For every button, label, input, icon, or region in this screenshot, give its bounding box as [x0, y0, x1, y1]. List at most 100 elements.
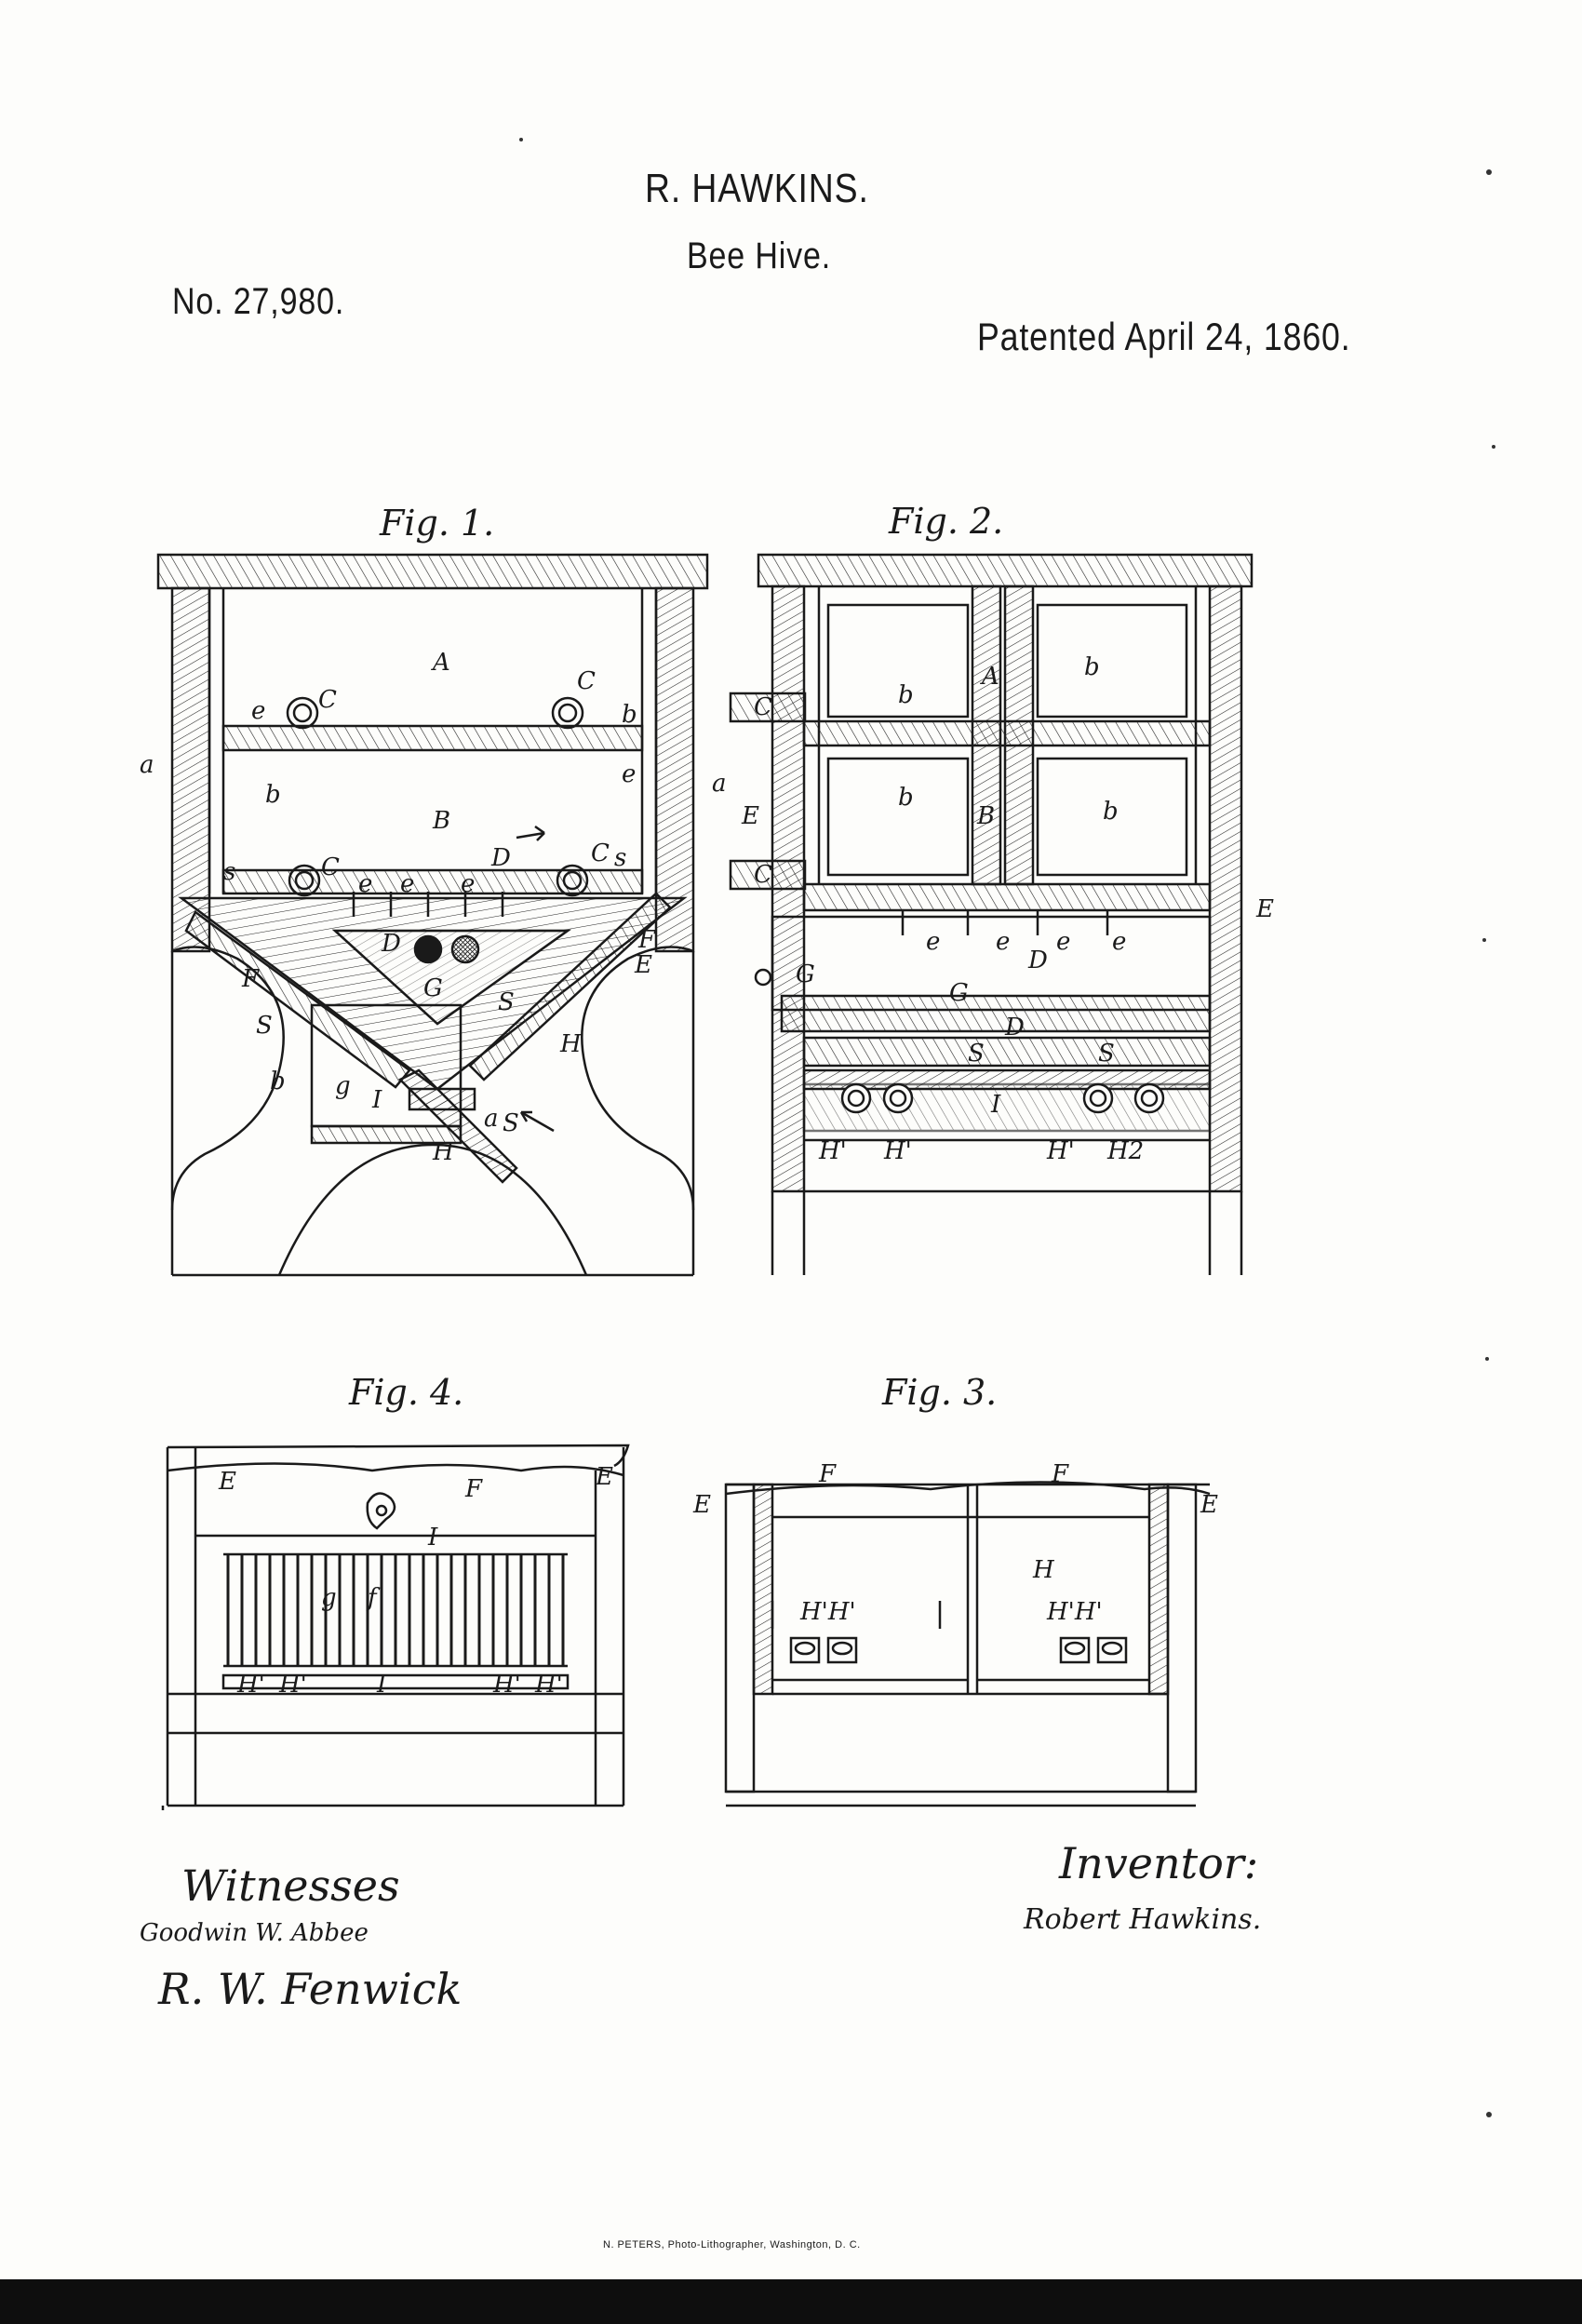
svg-text:E: E [692, 1491, 711, 1519]
svg-text:b: b [265, 781, 281, 809]
inventor-signature: Robert Hawkins. [1024, 1903, 1262, 1936]
svg-text:b: b [270, 1068, 286, 1095]
svg-text:C: C [318, 686, 337, 714]
svg-text:H: H [432, 1138, 455, 1166]
svg-text:A: A [431, 649, 450, 677]
svg-text:H2: H2 [1106, 1137, 1144, 1165]
svg-text:e: e [251, 697, 265, 725]
svg-text:S: S [256, 1012, 273, 1040]
svg-text:a: a [484, 1105, 499, 1133]
svg-text:F: F [464, 1475, 483, 1503]
svg-text:C: C [754, 693, 772, 721]
svg-text:A: A [980, 663, 999, 691]
svg-text:E: E [595, 1463, 613, 1491]
svg-text:H': H' [818, 1137, 847, 1165]
invention-title: Bee Hive. [687, 235, 832, 276]
printer-credit: N. PETERS, Photo-Lithographer, Washingto… [603, 2239, 861, 2250]
fig4-caption: Fig. 4. [349, 1372, 464, 1413]
svg-text:f: f [366, 1584, 381, 1612]
svg-text:E: E [1255, 895, 1274, 923]
witness-signature-1: Goodwin W. Abbee [140, 1919, 369, 1947]
fig3-caption: Fig. 3. [882, 1372, 998, 1413]
svg-text:a: a [140, 751, 154, 779]
patent-date: Patented April 24, 1860. [977, 315, 1351, 358]
svg-text:B: B [432, 807, 450, 835]
inventor-name: R. HAWKINS. [645, 166, 869, 211]
svg-text:E: E [634, 951, 652, 979]
svg-text:C: C [591, 840, 610, 867]
svg-text:I: I [376, 1671, 387, 1699]
svg-text:H': H' [278, 1671, 307, 1699]
svg-text:I: I [427, 1524, 438, 1552]
witnesses-label: Witnesses [181, 1861, 400, 1911]
fig4-letters: E F E Ig f H' H' I H' H' [218, 1463, 613, 1699]
svg-text:F: F [1051, 1460, 1069, 1488]
scan-specks [519, 138, 1495, 2117]
scan-edge-bar [0, 2279, 1582, 2324]
patent-number: No. 27,980. [172, 281, 345, 322]
svg-text:H': H' [236, 1671, 265, 1699]
svg-text:g: g [321, 1584, 337, 1612]
svg-text:e: e [461, 870, 475, 898]
svg-text:C: C [321, 853, 340, 881]
fig1-caption: Fig. 1. [380, 503, 495, 544]
svg-text:s: s [614, 844, 626, 872]
svg-text:e: e [400, 870, 414, 898]
fig4-drawing [161, 1444, 630, 1810]
svg-text:D: D [1004, 1014, 1025, 1041]
svg-text:G: G [949, 979, 969, 1007]
svg-text:H': H' [1046, 1137, 1075, 1165]
svg-text:e: e [1112, 928, 1126, 956]
svg-text:b: b [898, 681, 914, 709]
fig2-drawing [729, 553, 1254, 1275]
svg-text:E: E [741, 802, 759, 830]
svg-text:e: e [622, 760, 636, 788]
svg-text:e: e [996, 928, 1010, 956]
svg-text:F: F [818, 1460, 837, 1488]
svg-text:E: E [218, 1468, 236, 1496]
svg-text:e: e [926, 928, 940, 956]
svg-text:H: H [559, 1030, 583, 1058]
svg-text:e: e [358, 870, 372, 898]
svg-text:b: b [622, 701, 637, 729]
witness-signature-2: R. W. Fenwick [158, 1964, 463, 2014]
svg-text:B: B [976, 802, 995, 830]
fig1-drawing [156, 553, 709, 1277]
svg-text:E: E [1200, 1491, 1218, 1519]
svg-text:D: D [1027, 947, 1048, 974]
svg-text:a: a [712, 770, 727, 798]
svg-text:G: G [796, 960, 815, 988]
svg-text:F: F [637, 926, 656, 954]
svg-text:g: g [335, 1072, 351, 1100]
svg-text:H'H': H'H' [799, 1598, 856, 1626]
svg-text:I: I [990, 1091, 1001, 1119]
svg-text:H': H' [492, 1671, 521, 1699]
svg-text:F: F [241, 965, 260, 993]
svg-text:S: S [1098, 1040, 1115, 1068]
inventor-label: Inventor: [1059, 1838, 1259, 1888]
svg-text:b: b [898, 784, 914, 812]
svg-text:C: C [577, 667, 596, 695]
svg-text:H': H' [883, 1137, 912, 1165]
fig3-drawing [724, 1481, 1211, 1807]
svg-text:G: G [423, 974, 443, 1002]
svg-text:S: S [498, 988, 515, 1016]
svg-text:D: D [381, 930, 401, 958]
svg-text:S: S [503, 1109, 519, 1137]
svg-text:H: H [1032, 1556, 1055, 1584]
svg-text:e: e [1056, 928, 1070, 956]
svg-text:b: b [1103, 798, 1119, 826]
svg-text:H'H': H'H' [1046, 1598, 1103, 1626]
svg-text:D: D [490, 844, 511, 872]
svg-text:s: s [223, 858, 235, 886]
fig2-caption: Fig. 2. [889, 501, 1004, 542]
svg-text:I: I [371, 1086, 382, 1114]
svg-text:S: S [968, 1040, 985, 1068]
svg-text:H': H' [534, 1671, 563, 1699]
fig3-letters: F F E E H H'H' H'H' [692, 1460, 1218, 1626]
svg-text:C: C [754, 861, 772, 889]
svg-text:b: b [1084, 653, 1100, 681]
